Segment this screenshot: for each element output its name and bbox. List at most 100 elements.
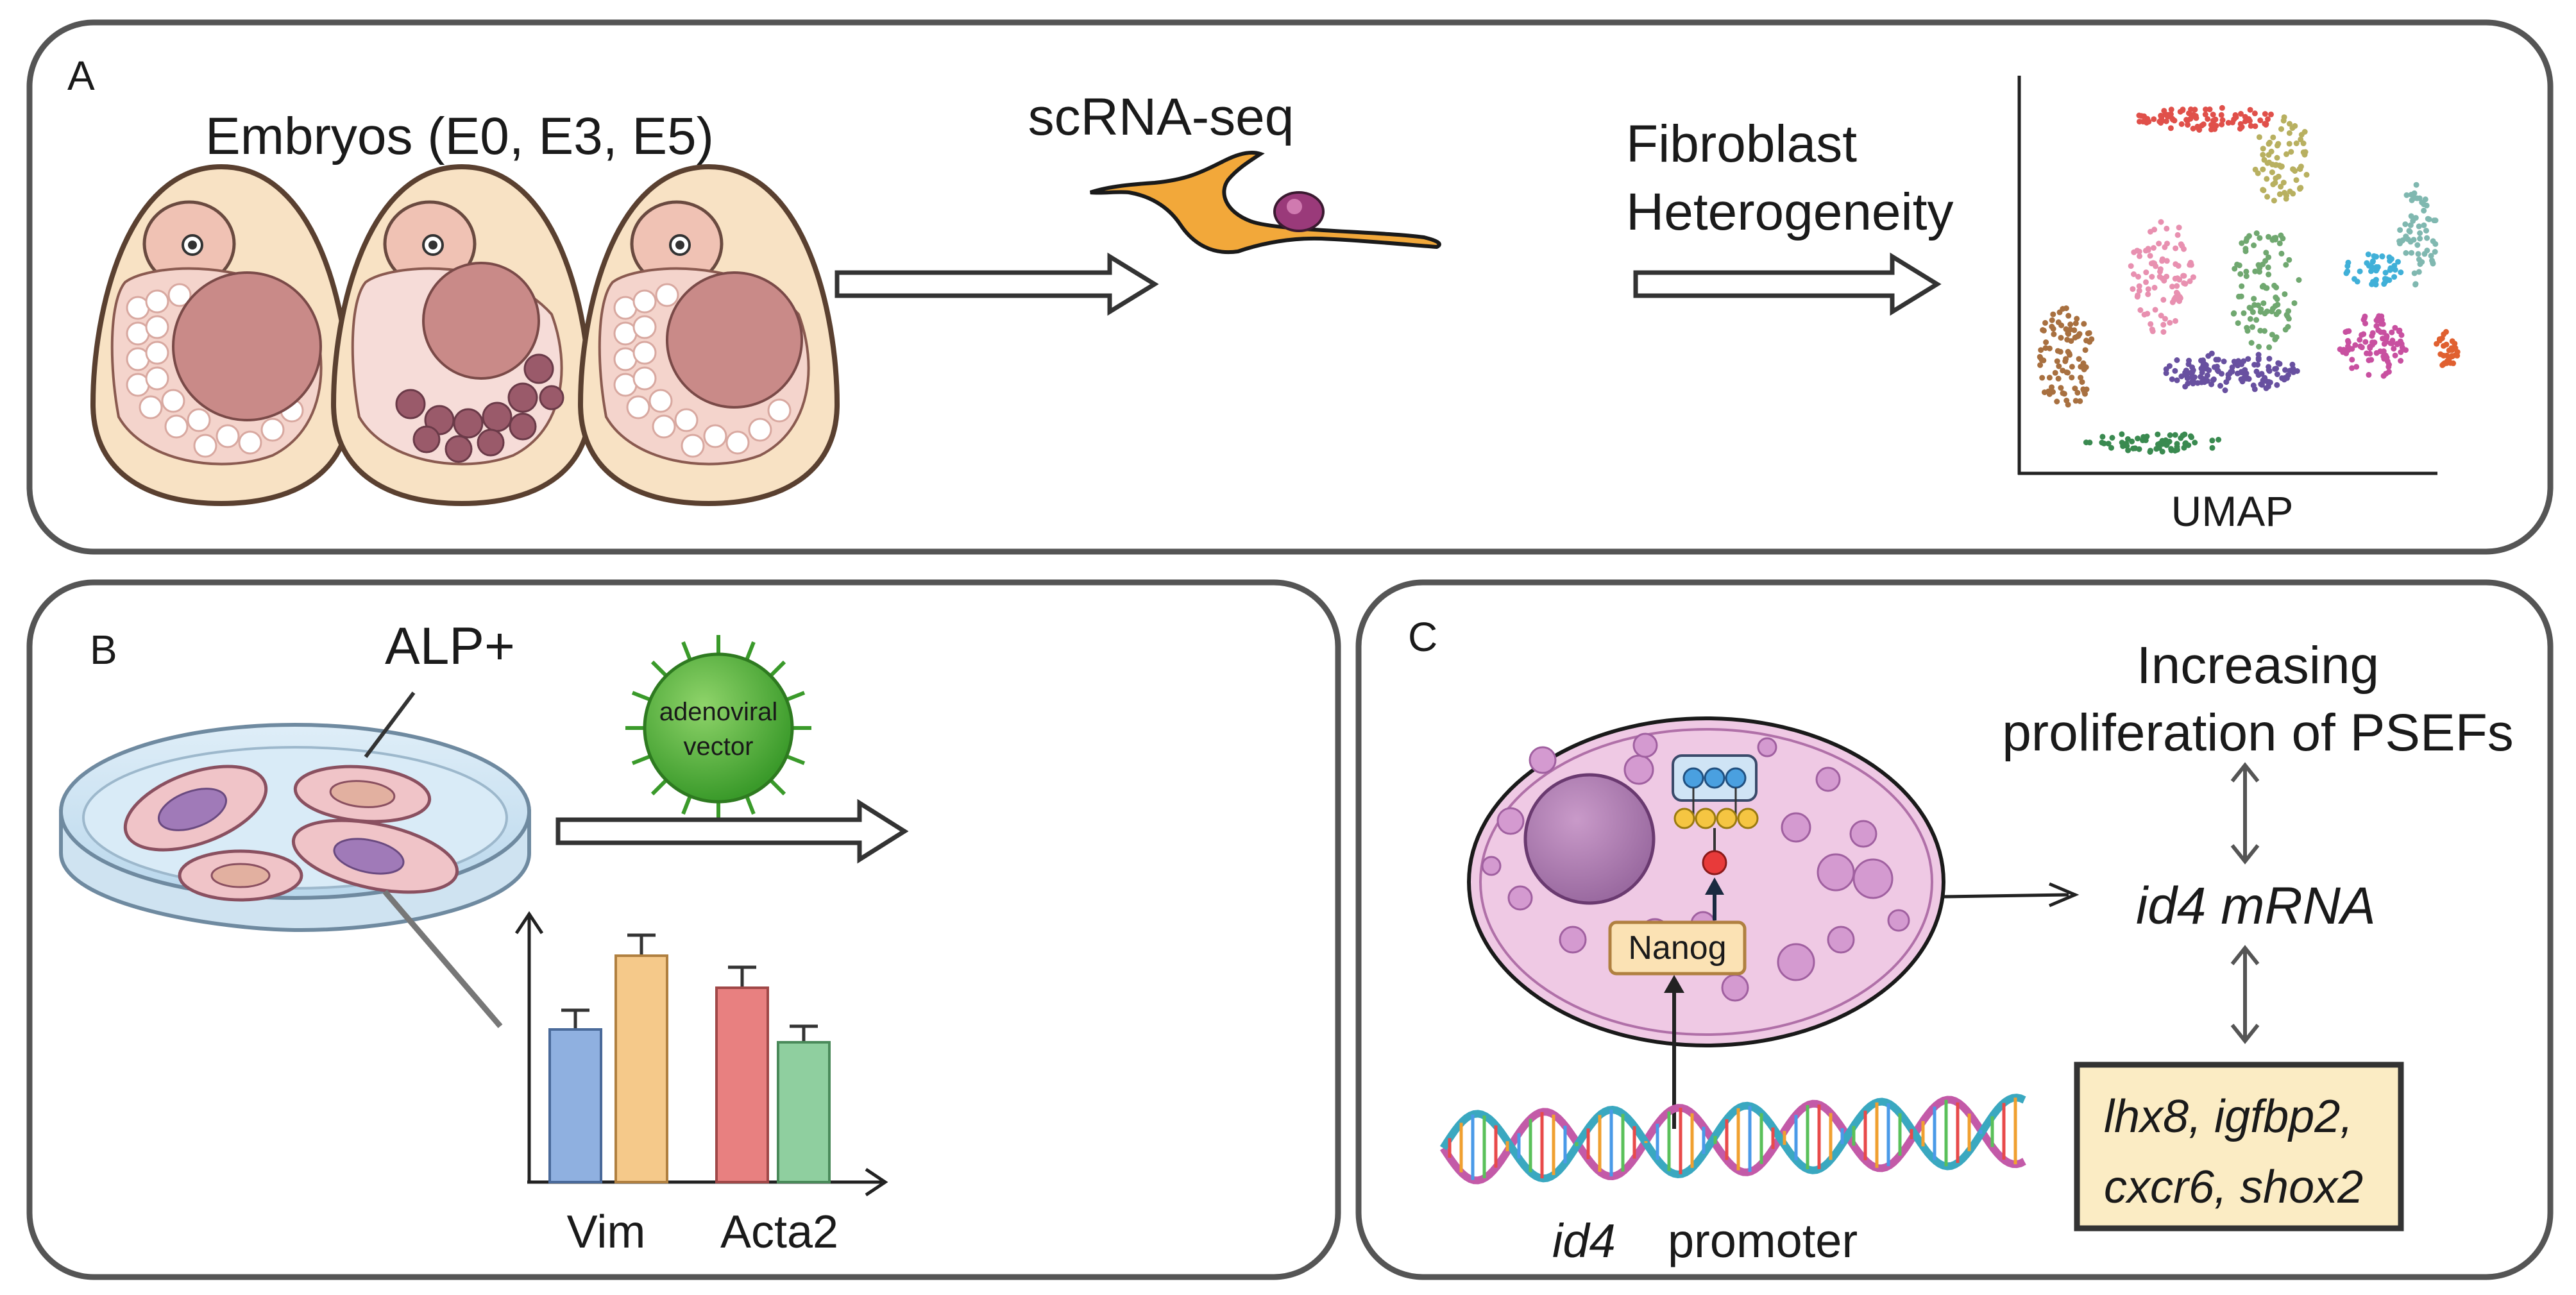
umap-point	[2253, 368, 2260, 375]
umap-point	[2170, 117, 2176, 123]
umap-point	[2260, 151, 2266, 158]
umap-point	[2158, 312, 2164, 319]
umap-point	[2194, 123, 2201, 130]
umap-label: UMAP	[2171, 487, 2294, 535]
umap-point	[2236, 262, 2242, 269]
umap-point	[2189, 113, 2195, 119]
umap-point	[2188, 262, 2194, 268]
umap-point	[2411, 270, 2418, 276]
umap-point	[2190, 274, 2196, 280]
umap-point	[2151, 245, 2157, 251]
umap-point	[2371, 280, 2377, 287]
umap-point	[2273, 311, 2280, 317]
umap-point	[2158, 114, 2165, 121]
umap-point	[2392, 352, 2398, 359]
bar-vim-2	[614, 954, 668, 1183]
umap-point	[2275, 360, 2282, 366]
umap-point	[2191, 374, 2198, 380]
umap-point	[2253, 230, 2260, 237]
umap-point	[2255, 170, 2261, 176]
umap-point	[2278, 250, 2285, 257]
umap-point	[2217, 382, 2223, 389]
umap-point	[2386, 254, 2393, 260]
umap-point	[2038, 347, 2044, 353]
umap-point	[2284, 375, 2290, 381]
umap-point	[2239, 283, 2245, 289]
umap-point	[2357, 337, 2363, 343]
umap-point	[2243, 273, 2250, 280]
alp-pointer-line	[364, 691, 416, 758]
umap-point	[2071, 327, 2078, 334]
bar-chart-y-arrowhead	[514, 911, 544, 935]
umap-point	[2172, 275, 2178, 282]
umap-point	[2362, 313, 2368, 319]
umap-point	[2266, 380, 2272, 387]
umap-point	[2076, 356, 2082, 362]
umap-point	[2056, 363, 2062, 369]
panel-b-border	[26, 579, 1341, 1280]
umap-point	[2148, 321, 2154, 327]
umap-point	[2266, 271, 2272, 278]
panel-a-border	[26, 19, 2554, 555]
umap-point	[2421, 201, 2427, 207]
umap-point	[2450, 360, 2457, 366]
arrow-to-umap	[1633, 252, 1942, 316]
umap-point	[2398, 341, 2405, 347]
umap-point	[2264, 309, 2270, 314]
umap-point	[2386, 362, 2392, 368]
umap-point	[2364, 260, 2370, 266]
umap-point	[2343, 350, 2350, 357]
umap-point	[2367, 350, 2373, 357]
umap-point	[2407, 222, 2414, 228]
umap-point	[2437, 337, 2443, 344]
umap-point	[2257, 235, 2263, 241]
umap-point	[2203, 362, 2209, 368]
umap-point	[2303, 171, 2310, 178]
umap-point	[2083, 439, 2089, 446]
umap-point	[2282, 367, 2288, 373]
umap-point	[2231, 116, 2237, 123]
umap-point	[2219, 105, 2225, 111]
genes-line-2: cxcr6, shox2	[2104, 1162, 2363, 1213]
umap-point	[2239, 240, 2245, 246]
umap-point	[2391, 262, 2398, 269]
umap-point	[2398, 349, 2404, 355]
umap-point	[2206, 367, 2212, 373]
umap-point	[2248, 123, 2254, 129]
umap-point	[2398, 358, 2404, 364]
umap-point	[2238, 110, 2244, 117]
umap-point	[2403, 192, 2410, 198]
panel-b-letter: B	[90, 627, 117, 673]
heterogeneity-label: Heterogeneity	[1626, 183, 1954, 241]
umap-point	[2183, 368, 2189, 374]
umap-point	[2202, 112, 2208, 117]
cultured-cell-2	[293, 765, 432, 824]
umap-point	[2369, 339, 2375, 346]
umap-point	[2243, 238, 2250, 244]
umap-point	[2156, 444, 2162, 451]
cell-illustration: Nanog	[1467, 716, 1945, 1047]
umap-point	[2060, 368, 2066, 374]
umap-point	[2283, 262, 2289, 268]
umap-point	[2421, 207, 2427, 214]
umap-point	[2416, 223, 2422, 230]
umap-point	[2391, 274, 2398, 280]
umap-point	[2239, 124, 2245, 130]
umap-point	[2237, 271, 2244, 277]
cultured-cell-3	[178, 849, 303, 902]
umap-point	[2371, 253, 2377, 259]
umap-point	[2039, 375, 2046, 381]
umap-point	[2384, 355, 2390, 361]
umap-point	[2187, 278, 2193, 284]
umap-point	[2173, 245, 2179, 251]
umap-point	[2215, 357, 2221, 363]
umap-point	[2072, 334, 2078, 341]
umap-point	[2382, 269, 2389, 276]
umap-point	[2408, 192, 2414, 198]
double-arrow-upper	[2230, 762, 2260, 865]
scrnaseq-label: scRNA-seq	[1028, 88, 1294, 146]
umap-point	[2232, 266, 2238, 272]
umap-point	[2300, 140, 2307, 146]
umap-point	[2366, 371, 2372, 378]
umap-point	[2149, 328, 2156, 334]
